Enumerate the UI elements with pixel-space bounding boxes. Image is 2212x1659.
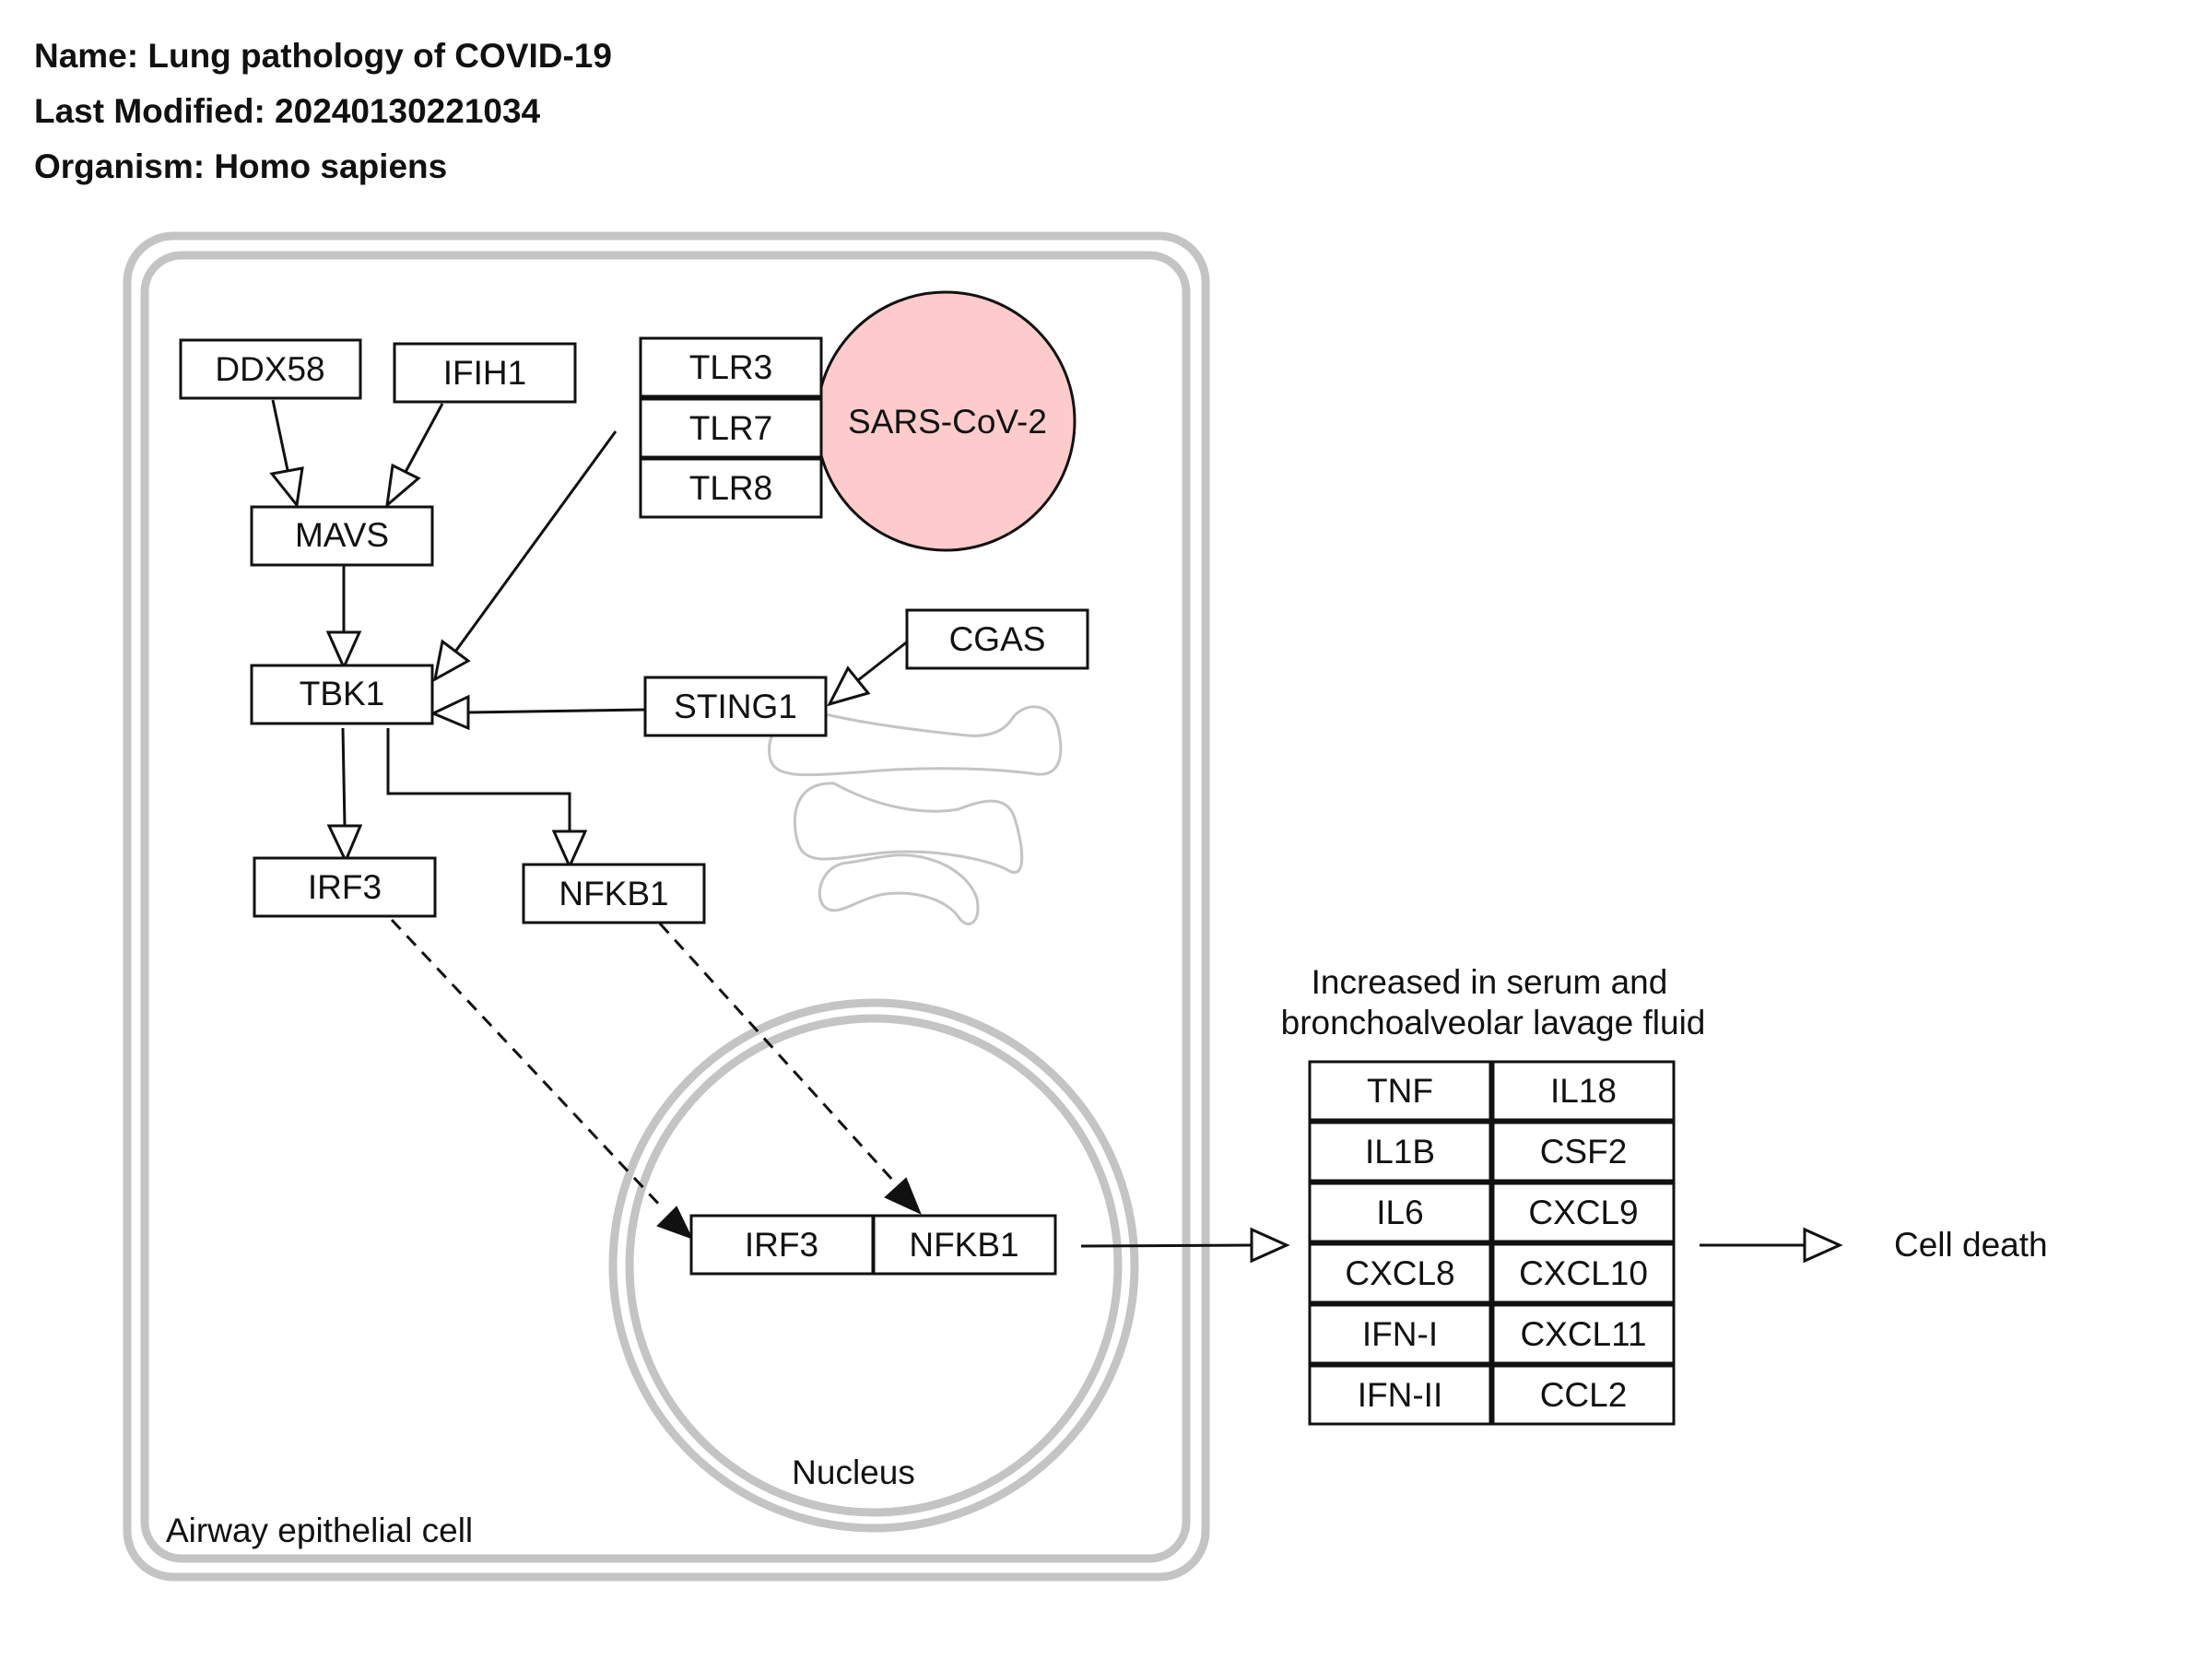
nuclear-irf3-node[interactable]: IRF3 [689,1214,875,1276]
arrowhead-celldeath [1803,1227,1843,1264]
serum-node-label: IL18 [1550,1072,1617,1110]
serum-node[interactable]: IL1B [1308,1121,1492,1182]
arrowhead-mavs-ifih1 [384,463,421,509]
cgas-node[interactable]: CGAS [905,608,1089,670]
irf3-label: IRF3 [308,868,382,906]
serum-node[interactable]: IFN-II [1308,1364,1492,1426]
arrowhead-tbk1-sting1 [429,694,470,731]
serum-group-title-line2: bronchoalveolar lavage fluid [1281,1004,1706,1041]
serum-node[interactable]: CXCL9 [1491,1182,1676,1243]
header: Name: Lung pathology of COVID-19 Last Mo… [34,37,612,185]
arrowhead-mavs-ddx58 [269,466,304,509]
serum-node[interactable]: IL6 [1308,1182,1492,1243]
edge-irf3-translocation [390,918,665,1211]
cgas-label: CGAS [949,620,1046,658]
nucleus-membrane-inner [625,1014,1123,1517]
cell-membrane-inner [140,251,1191,1563]
serum-group-title-line1: Increased in serum and [1312,963,1668,1001]
arrowhead-tbk1-mavs [325,630,362,671]
tlr3-label: TLR3 [689,348,772,386]
arrowhead-irf3-tbk1 [326,824,363,865]
mitochondrion-shape [768,705,1063,925]
ddx58-node[interactable]: DDX58 [179,338,362,400]
sars-cov-2-virus: SARS-CoV-2 [815,290,1077,552]
nucleus-label: Nucleus [792,1453,915,1491]
mavs-node[interactable]: MAVS [250,505,434,567]
edge-ifih1-mavs [404,403,444,473]
serum-node[interactable]: CSF2 [1491,1121,1676,1182]
cell-membrane-outer [123,231,1210,1582]
serum-node-label: TNF [1367,1072,1433,1110]
arrowhead-tbk1-tlr [432,639,471,682]
serum-group: Increased in serum and bronchoalveolar l… [1281,963,1706,1426]
tlr8-label: TLR8 [689,469,772,507]
edge-nfkb1-translocation [658,922,896,1183]
nuclear-nfkb1-label: NFKB1 [909,1226,1018,1264]
serum-node[interactable]: IL18 [1491,1060,1676,1122]
edge-tlr-tbk1 [453,430,618,653]
arrowhead-irf3-nuclear [656,1206,693,1240]
edge-cgas-sting1 [857,639,910,682]
arrowhead-nfkb1-nuclear [884,1177,922,1215]
nuclear-irf3-label: IRF3 [745,1226,818,1264]
arrowhead-nfkb1-tbk1 [551,830,588,870]
cell-compartment: Airway epithelial cell [123,231,1210,1582]
last-modified: Last Modified: 20240130221034 [34,92,541,130]
serum-node[interactable]: CXCL10 [1491,1242,1676,1304]
virus-label: SARS-CoV-2 [848,403,1047,441]
serum-node[interactable]: CXCL11 [1491,1303,1676,1365]
ifih1-label: IFIH1 [443,354,526,392]
edges [269,399,1843,1264]
mavs-label: MAVS [295,516,389,554]
nfkb1-label: NFKB1 [559,875,668,912]
nucleus-membrane-outer [608,998,1139,1533]
sting1-label: STING1 [674,688,797,725]
serum-node-label: IFN-I [1362,1315,1438,1353]
sting1-node[interactable]: STING1 [643,676,828,737]
serum-node-label: CXCL10 [1519,1254,1648,1292]
edge-tbk1-nfkb1 [386,728,571,831]
organism: Organism: Homo sapiens [34,147,447,185]
serum-node[interactable]: CXCL8 [1308,1242,1492,1304]
cell-death-label[interactable]: Cell death [1894,1226,2048,1264]
serum-node[interactable]: TNF [1308,1060,1492,1122]
tlr3-node[interactable]: TLR3 [639,336,823,398]
serum-node[interactable]: IFN-I [1308,1303,1492,1365]
edge-ddx58-mavs [271,399,289,471]
serum-node-label: CXCL11 [1520,1315,1646,1353]
nfkb1-node[interactable]: NFKB1 [522,863,706,924]
arrowhead-serum [1250,1227,1290,1264]
edge-sting1-tbk1 [467,708,646,714]
arrowhead-sting1-cgas [827,665,871,707]
edge-nucleus-serum [1080,1243,1253,1248]
ddx58-label: DDX58 [215,350,324,388]
serum-node-label: CSF2 [1540,1133,1628,1171]
tlr7-node[interactable]: TLR7 [639,397,823,459]
edge-tbk1-irf3 [341,727,347,827]
serum-node[interactable]: CCL2 [1491,1364,1676,1426]
nucleus-compartment: Nucleus [608,998,1139,1533]
tlr7-label: TLR7 [689,409,772,447]
tbk1-node[interactable]: TBK1 [250,664,434,725]
serum-node-label: CXCL8 [1345,1254,1454,1292]
serum-node-label: IL6 [1376,1194,1423,1231]
irf3-node[interactable]: IRF3 [253,856,437,918]
serum-node-label: IFN-II [1358,1376,1442,1414]
tbk1-label: TBK1 [300,675,385,712]
serum-node-label: IL1B [1365,1133,1435,1171]
cell-label: Airway epithelial cell [166,1512,473,1549]
serum-node-label: CCL2 [1540,1376,1628,1414]
tlr8-node[interactable]: TLR8 [639,457,823,519]
serum-node-label: CXCL9 [1528,1194,1638,1231]
nuclear-nfkb1-node[interactable]: NFKB1 [872,1214,1057,1276]
ifih1-node[interactable]: IFIH1 [393,342,577,404]
pathway-name: Name: Lung pathology of COVID-19 [34,37,612,75]
